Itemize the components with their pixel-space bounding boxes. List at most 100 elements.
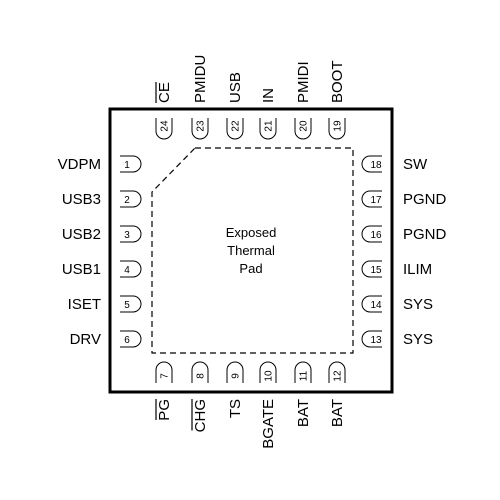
pin-1: 1 VDPM bbox=[58, 155, 142, 173]
pin-pad-20 bbox=[294, 118, 312, 140]
pin-4: 4 USB1 bbox=[62, 260, 142, 278]
pin-pad-6 bbox=[120, 330, 142, 348]
pin-pad-19 bbox=[328, 118, 346, 140]
pin-pad-21 bbox=[259, 118, 277, 140]
pin-21: 21 IN bbox=[259, 88, 277, 140]
pin-number-14: 14 bbox=[370, 300, 382, 311]
pin-number-16: 16 bbox=[370, 230, 382, 241]
pin-number-22: 22 bbox=[231, 120, 242, 132]
pin-name-3: USB2 bbox=[62, 226, 101, 243]
pin-pad-7 bbox=[155, 361, 173, 383]
pin-pad-18 bbox=[361, 155, 382, 173]
pin-3: 3 USB2 bbox=[62, 225, 142, 243]
pin-pad-23 bbox=[191, 118, 209, 140]
pin-number-1: 1 bbox=[124, 160, 130, 171]
pin-pad-16 bbox=[361, 225, 382, 243]
pin-15: 15 ILIM bbox=[361, 260, 432, 278]
pin-16: 16 PGND bbox=[361, 225, 447, 243]
pin-name-14: SYS bbox=[403, 296, 433, 313]
pin-pad-1 bbox=[120, 155, 142, 173]
pin-number-4: 4 bbox=[124, 265, 130, 276]
pin-2: 2 USB3 bbox=[62, 190, 142, 208]
pin-number-7: 7 bbox=[160, 373, 171, 379]
pin-pad-24 bbox=[155, 118, 173, 140]
pin-6: 6 DRV bbox=[70, 330, 142, 348]
pin-pad-14 bbox=[361, 295, 382, 313]
pin-20: 20 PMIDI bbox=[294, 61, 312, 140]
pin-pad-10 bbox=[259, 361, 277, 383]
pin-number-24: 24 bbox=[160, 120, 171, 132]
pin-14: 14 SYS bbox=[361, 295, 433, 313]
pin-name-15: ILIM bbox=[403, 261, 432, 278]
pin-5: 5 ISET bbox=[68, 295, 142, 313]
pin-number-2: 2 bbox=[124, 195, 130, 206]
pin-name-18: SW bbox=[403, 156, 428, 173]
pin-name-12: BAT bbox=[329, 399, 346, 427]
package-outline bbox=[108, 107, 394, 394]
pin-number-5: 5 bbox=[124, 300, 130, 311]
pin-name-1: VDPM bbox=[58, 156, 101, 173]
pin-number-8: 8 bbox=[196, 373, 207, 379]
pin-name-6: DRV bbox=[70, 331, 101, 348]
pin-7: 7PG bbox=[155, 361, 173, 421]
pin-9: 9TS bbox=[226, 361, 244, 418]
pin-number-20: 20 bbox=[299, 120, 310, 132]
pin-name-2: USB3 bbox=[62, 191, 101, 208]
pin-number-15: 15 bbox=[370, 265, 382, 276]
pin-name-11: BAT bbox=[295, 399, 312, 427]
pin-name-10: BGATE bbox=[260, 399, 277, 449]
pin-number-21: 21 bbox=[264, 120, 275, 132]
pin-pad-15 bbox=[361, 260, 382, 278]
pin-name-4: USB1 bbox=[62, 261, 101, 278]
pin-name-7: PG bbox=[156, 399, 173, 421]
pad-label-line-3: Pad bbox=[239, 261, 262, 276]
pin-number-9: 9 bbox=[231, 373, 242, 379]
pin-pad-11 bbox=[294, 361, 312, 383]
pin-name-13: SYS bbox=[403, 331, 433, 348]
pin-pad-17 bbox=[361, 190, 382, 208]
pin-pad-3 bbox=[120, 225, 142, 243]
pin-number-6: 6 bbox=[124, 335, 130, 346]
pin-name-16: PGND bbox=[403, 226, 447, 243]
thermal-pad-label: Exposed Thermal Pad bbox=[226, 225, 277, 276]
pin-pad-5 bbox=[120, 295, 142, 313]
pin-name-5: ISET bbox=[68, 296, 101, 313]
pin-18: 18 SW bbox=[361, 155, 428, 173]
pin-name-9: TS bbox=[227, 399, 244, 418]
pin-pad-2 bbox=[120, 190, 142, 208]
pin-23: 23 PMIDU bbox=[191, 55, 209, 140]
pin-pad-13 bbox=[361, 330, 382, 348]
pin-pad-8 bbox=[191, 361, 209, 383]
pin-name-24: CE bbox=[156, 82, 173, 103]
pin-number-19: 19 bbox=[333, 120, 344, 132]
pin-pad-12 bbox=[328, 361, 346, 383]
pin-number-12: 12 bbox=[333, 370, 344, 382]
pin-pad-22 bbox=[226, 118, 244, 140]
pin-name-20: PMIDI bbox=[295, 61, 312, 103]
pin-name-21: IN bbox=[260, 88, 277, 103]
pin-number-17: 17 bbox=[370, 195, 382, 206]
pin-number-3: 3 bbox=[124, 230, 130, 241]
pad-label-line-1: Exposed bbox=[226, 225, 277, 240]
pin-number-18: 18 bbox=[370, 160, 382, 171]
pin-number-11: 11 bbox=[299, 370, 310, 381]
pin-number-13: 13 bbox=[370, 335, 382, 346]
pin-pad-4 bbox=[120, 260, 142, 278]
pin-name-23: PMIDU bbox=[192, 55, 209, 103]
pin-13: 13 SYS bbox=[361, 330, 433, 348]
pin-24: 24 CE bbox=[155, 82, 173, 140]
pin-pad-9 bbox=[226, 361, 244, 383]
pin-22: 22 USB bbox=[226, 72, 244, 140]
pin-number-23: 23 bbox=[196, 120, 207, 132]
pin-name-22: USB bbox=[227, 72, 244, 103]
pad-label-line-2: Thermal bbox=[227, 243, 275, 258]
thermal-pad-outline bbox=[151, 147, 354, 354]
